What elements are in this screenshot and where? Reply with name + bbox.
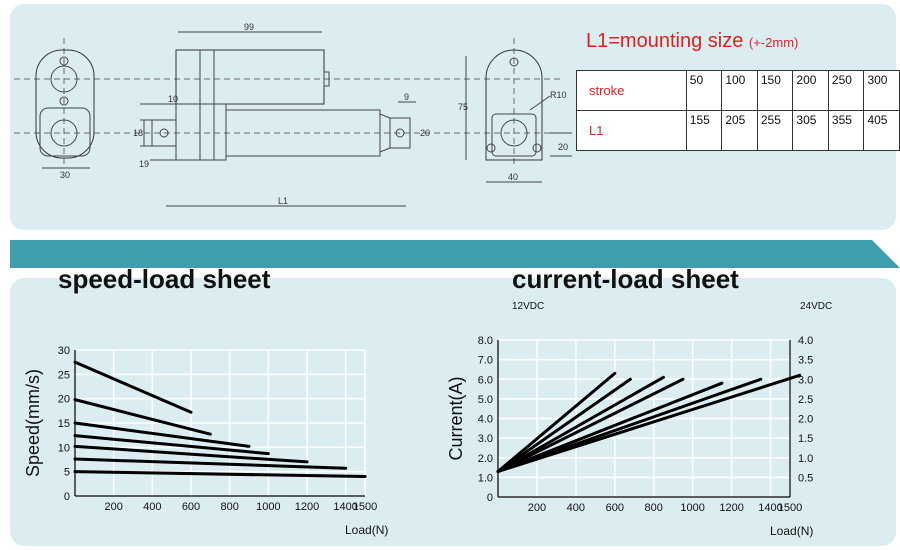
series-line (496, 381, 724, 473)
y-tick-label: 3.0 (478, 433, 493, 445)
x-tick-label: 200 (528, 502, 546, 514)
y2-tick-label: 4.0 (798, 335, 813, 347)
y2-axis-unit-24vdc: 24VDC (800, 301, 832, 312)
actuator-technical-drawing: 99 10 18 19 30 L1 9 20 75 R10 40 20 (14, 22, 572, 207)
table-cell: 155 (685, 110, 723, 151)
y2-tick-label: 3.0 (798, 374, 813, 386)
current-load-title: current-load sheet (512, 264, 739, 294)
x-tick-label: 1400 (333, 501, 357, 513)
table-row-stroke: stroke 50 100 150 200 250 300 (576, 70, 900, 111)
dim-75: 75 (458, 102, 468, 112)
y-tick-label: 5.0 (478, 394, 493, 406)
series-line (496, 377, 685, 473)
table-cell: 300 (863, 70, 900, 111)
y-tick-label: 20 (58, 394, 70, 406)
series-line (73, 360, 193, 414)
section-divider-band (10, 240, 900, 268)
y-tick-label: 7.0 (478, 355, 493, 367)
table-cell: 305 (792, 110, 829, 151)
dim-30: 30 (60, 170, 70, 180)
speed-load-title: speed-load sheet (58, 264, 271, 294)
dim-9: 9 (404, 92, 409, 102)
dim-40: 40 (508, 172, 518, 182)
x-tick-label: 1000 (256, 501, 280, 513)
dim-10: 10 (168, 94, 178, 104)
dim-18: 18 (133, 128, 143, 138)
table-cell: 150 (756, 70, 794, 111)
dim-r10: R10 (550, 90, 567, 100)
y-tick-label: 15 (58, 418, 70, 430)
y2-tick-label: 2.5 (798, 394, 813, 406)
series-line (73, 457, 348, 470)
y-tick-label: 10 (58, 442, 70, 454)
dim-19: 19 (139, 159, 149, 169)
x-tick-label: 400 (143, 501, 161, 513)
y-tick-label: 30 (58, 345, 70, 357)
table-cell: 100 (721, 70, 758, 111)
x-tick-label: 800 (220, 501, 238, 513)
x-tick-label: 400 (567, 502, 585, 514)
dim-l1: L1 (278, 196, 288, 206)
dim-phi-20: 20 (420, 128, 430, 138)
mounting-tolerance: (+-2mm) (748, 35, 799, 50)
series-line (496, 373, 802, 473)
series-line (496, 371, 617, 473)
table-cell: 50 (685, 70, 723, 111)
y-tick-label: 8.0 (478, 335, 493, 347)
x-tick-label: 1000 (680, 502, 704, 514)
stroke-label: stroke (576, 70, 687, 111)
series-line (73, 434, 270, 456)
l1-label: L1 (576, 110, 687, 151)
x-tick-label: 1200 (719, 502, 743, 514)
table-cell: 405 (863, 110, 900, 151)
x-tick-label: 800 (645, 502, 663, 514)
series-line (496, 375, 665, 473)
series-line (73, 470, 367, 479)
mounting-size-title: L1=mounting size (+-2mm) (586, 30, 798, 53)
y2-tick-label: 1.0 (798, 453, 813, 465)
y2-tick-label: 1.5 (798, 433, 813, 445)
y-tick-label: 5 (64, 467, 70, 479)
x-axis-label: Load(N) (770, 524, 813, 538)
y-tick-label: 6.0 (478, 374, 493, 386)
x-tick-label: 1500 (778, 502, 802, 514)
table-cell: 355 (827, 110, 865, 151)
x-axis-label: Load(N) (345, 523, 388, 537)
y-axis-label: Speed(mm/s) (23, 369, 43, 477)
y2-tick-label: 2.0 (798, 414, 813, 426)
table-cell: 205 (721, 110, 758, 151)
y-tick-label: 0 (64, 491, 70, 503)
table-cell: 200 (792, 70, 829, 111)
y-tick-label: 25 (58, 369, 70, 381)
y-tick-label: 4.0 (478, 414, 493, 426)
dim-99: 99 (244, 22, 254, 32)
table-cell: 255 (756, 110, 794, 151)
dim-20-right: 20 (558, 142, 568, 152)
x-tick-label: 1500 (353, 501, 377, 513)
table-row-l1: L1 155 205 255 305 355 405 (576, 110, 900, 151)
y-tick-label: 0 (487, 492, 493, 504)
x-tick-label: 600 (182, 501, 200, 513)
x-tick-label: 200 (104, 501, 122, 513)
series-line (73, 421, 251, 448)
y-tick-label: 1.0 (478, 472, 493, 484)
x-tick-label: 1200 (295, 501, 319, 513)
stroke-l1-table: stroke 50 100 150 200 250 300 L1 155 205… (576, 70, 900, 151)
y2-tick-label: 3.5 (798, 355, 813, 367)
series-line (496, 377, 632, 473)
y2-tick-label: 0.5 (798, 472, 813, 484)
series-line (73, 444, 309, 464)
y-tick-label: 2.0 (478, 453, 493, 465)
x-tick-label: 1400 (758, 502, 782, 514)
series-line (73, 398, 212, 436)
y-axis-unit-12vdc: 12VDC (512, 301, 544, 312)
x-tick-label: 600 (606, 502, 624, 514)
y-axis-label: Current(A) (446, 376, 466, 460)
mounting-size-label: L1=mounting size (586, 30, 744, 52)
table-cell: 250 (827, 70, 865, 111)
